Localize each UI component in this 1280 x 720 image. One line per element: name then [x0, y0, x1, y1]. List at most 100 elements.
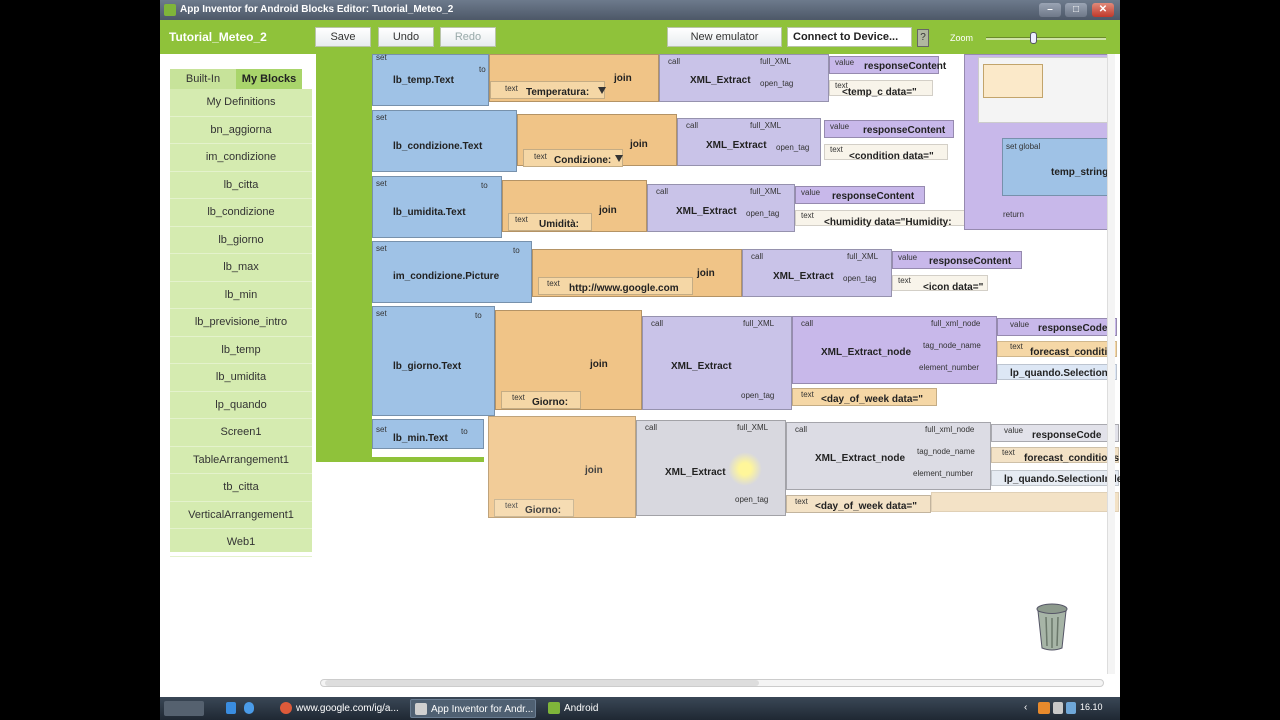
response-content-block[interactable]: value responseContent [795, 186, 925, 204]
set-block[interactable]: set to lb_temp.Text [372, 54, 489, 106]
drawer-item[interactable]: Screen1 [170, 419, 312, 447]
taskbar-item-chrome[interactable]: www.google.com/ig/a... [276, 699, 402, 718]
trash-icon[interactable] [1034, 602, 1070, 652]
zoom-slider-thumb[interactable] [1030, 32, 1037, 44]
minimize-button[interactable]: – [1039, 3, 1061, 17]
save-button[interactable]: Save [315, 27, 371, 47]
start-button[interactable] [164, 701, 204, 716]
drawer-item[interactable]: TableArrangement1 [170, 447, 312, 474]
xml-extract-call-block[interactable]: call full_XML open_tag XML_Extract [659, 54, 829, 102]
drawer-item[interactable]: lb_previsione_intro [170, 309, 312, 337]
text-block[interactable]: text Temperatura: [490, 81, 606, 99]
selection-index-block[interactable]: lp_quando.Selection [997, 364, 1117, 380]
set-block[interactable]: set lb_condizione.Text [372, 110, 517, 172]
drawer-item[interactable]: lb_giorno [170, 227, 312, 254]
drawer-item[interactable]: My Definitions [170, 89, 312, 117]
drawer-item[interactable]: lp_quando [170, 392, 312, 419]
drawer-item[interactable]: im_condizione [170, 144, 312, 172]
text-block[interactable]: text forecast_conditions [991, 447, 1119, 464]
text-block[interactable]: text <icon data=" [892, 275, 988, 293]
xml-extract-call-block[interactable]: call full_XML open_tag XML_Extract [742, 249, 892, 297]
redo-button[interactable]: Redo [440, 27, 496, 47]
tray-expand-icon[interactable]: ‹ [1024, 702, 1028, 713]
dropdown-arrow-icon[interactable] [598, 87, 606, 94]
zoom-label: Zoom [950, 33, 974, 43]
text-block[interactable]: text <temp_c data=" [829, 80, 933, 98]
text-block[interactable]: text Condizione: [523, 149, 623, 167]
drawer-item[interactable]: lb_citta [170, 172, 312, 199]
drawer-item[interactable]: lb_min [170, 282, 312, 309]
join-block[interactable]: join text Condizione: [517, 114, 677, 167]
zoom-slider[interactable] [986, 37, 1106, 40]
taskbar-item-android[interactable]: Android [544, 699, 624, 718]
set-block[interactable]: set to lb_umidita.Text [372, 176, 502, 238]
set-block[interactable]: set to im_condizione.Picture [372, 241, 532, 303]
xml-extract-node-call-block[interactable]: call full_xml_node tag_node_name element… [792, 316, 997, 384]
text-block[interactable]: text http://www.google.com [538, 277, 693, 295]
maximize-button[interactable]: □ [1065, 3, 1087, 17]
xml-extract-label: XML_Extract [671, 361, 732, 372]
set-keyword: set [376, 113, 387, 122]
drawer-item[interactable]: lb_temp [170, 337, 312, 364]
value-keyword: value [1010, 320, 1030, 329]
quicklaunch-browser-icon[interactable] [244, 702, 254, 714]
drawer-item[interactable]: tb_citta [170, 474, 312, 502]
join-block[interactable]: join text Giorno: [488, 416, 636, 518]
xml-extract-call-block[interactable]: call full_XML open_tag XML_Extract [647, 184, 795, 232]
join-block[interactable]: join text Giorno: [495, 310, 642, 410]
workspace-minimap[interactable] [978, 57, 1108, 123]
text-block[interactable]: text <humidity data="Humidity: [795, 210, 965, 228]
close-button[interactable]: ✕ [1092, 3, 1114, 17]
tray-volume-icon[interactable] [1053, 702, 1063, 714]
join-block[interactable]: join text http://www.google.com [532, 249, 742, 297]
drawer-item[interactable]: lb_condizione [170, 199, 312, 227]
text-block[interactable]: text Giorno: [494, 499, 574, 517]
new-emulator-button[interactable]: New emulator [667, 27, 782, 47]
help-button[interactable]: ? [917, 29, 929, 47]
undo-button[interactable]: Undo [378, 27, 434, 47]
response-code-block[interactable]: value responseCode [991, 424, 1119, 442]
xml-extract-call-block[interactable]: call full_XML open_tag XML_Extract [636, 420, 786, 516]
tray-network-icon[interactable] [1066, 702, 1076, 714]
procedure-block-body[interactable] [316, 54, 372, 462]
tray-app-icon[interactable] [1038, 702, 1050, 714]
minimap-viewport[interactable] [983, 64, 1043, 98]
quicklaunch-ie-icon[interactable] [226, 702, 236, 714]
horizontal-scrollbar[interactable] [320, 679, 1104, 687]
blocks-workspace[interactable]: set to lb_temp.Text join text Temperatur… [316, 54, 1120, 690]
vertical-scrollbar[interactable] [1107, 54, 1115, 674]
selection-index-block[interactable]: lp_quando.SelectionInde [991, 470, 1120, 486]
drawer-item[interactable]: Web1 [170, 529, 312, 557]
set-block[interactable]: set to lb_min.Text [372, 419, 484, 449]
tab-my-blocks[interactable]: My Blocks [236, 69, 302, 89]
set-global-block[interactable]: set global temp_string [1002, 138, 1112, 196]
drawer-item[interactable]: lb_max [170, 254, 312, 282]
text-block[interactable]: text Giorno: [501, 391, 581, 409]
xml-extract-node-call-block[interactable]: call full_xml_node tag_node_name element… [786, 422, 991, 490]
taskbar-item-appinventor[interactable]: App Inventor for Andr... [410, 699, 536, 718]
set-block[interactable]: set to lb_giorno.Text [372, 306, 495, 416]
text-block[interactable]: text forecast_conditi [997, 341, 1117, 358]
text-block[interactable]: text <day_of_week data=" [786, 495, 931, 513]
horizontal-scroll-thumb[interactable] [325, 680, 759, 686]
drawer-item[interactable]: bn_aggiorna [170, 117, 312, 144]
set-keyword: set [376, 54, 387, 62]
xml-extract-call-block[interactable]: call full_XML open_tag XML_Extract [677, 118, 821, 166]
text-block[interactable]: text <condition data=" [824, 144, 948, 162]
drawer-item[interactable]: lb_umidita [170, 364, 312, 392]
text-block[interactable]: text <day_of_week data=" [792, 388, 937, 406]
join-block[interactable]: join text Umidità: [502, 180, 647, 232]
taskbar: www.google.com/ig/a... App Inventor for … [160, 697, 1120, 720]
join-block[interactable]: join text Temperatura: [489, 54, 659, 102]
xml-extract-call-block[interactable]: call full_XML open_tag XML_Extract [642, 316, 792, 410]
connect-device-dropdown[interactable]: Connect to Device... [787, 27, 912, 47]
text-keyword: text [505, 84, 518, 93]
text-block[interactable]: text Umidità: [508, 213, 592, 231]
response-code-block[interactable]: value responseCode [997, 318, 1117, 336]
tab-builtin[interactable]: Built-In [170, 69, 236, 89]
response-content-block[interactable]: value responseContent [824, 120, 954, 138]
response-content-block[interactable]: value responseContent [892, 251, 1022, 269]
drawer-item[interactable]: VerticalArrangement1 [170, 502, 312, 529]
response-content-block[interactable]: value responseContent [829, 56, 946, 74]
dropdown-arrow-icon[interactable] [615, 155, 623, 162]
